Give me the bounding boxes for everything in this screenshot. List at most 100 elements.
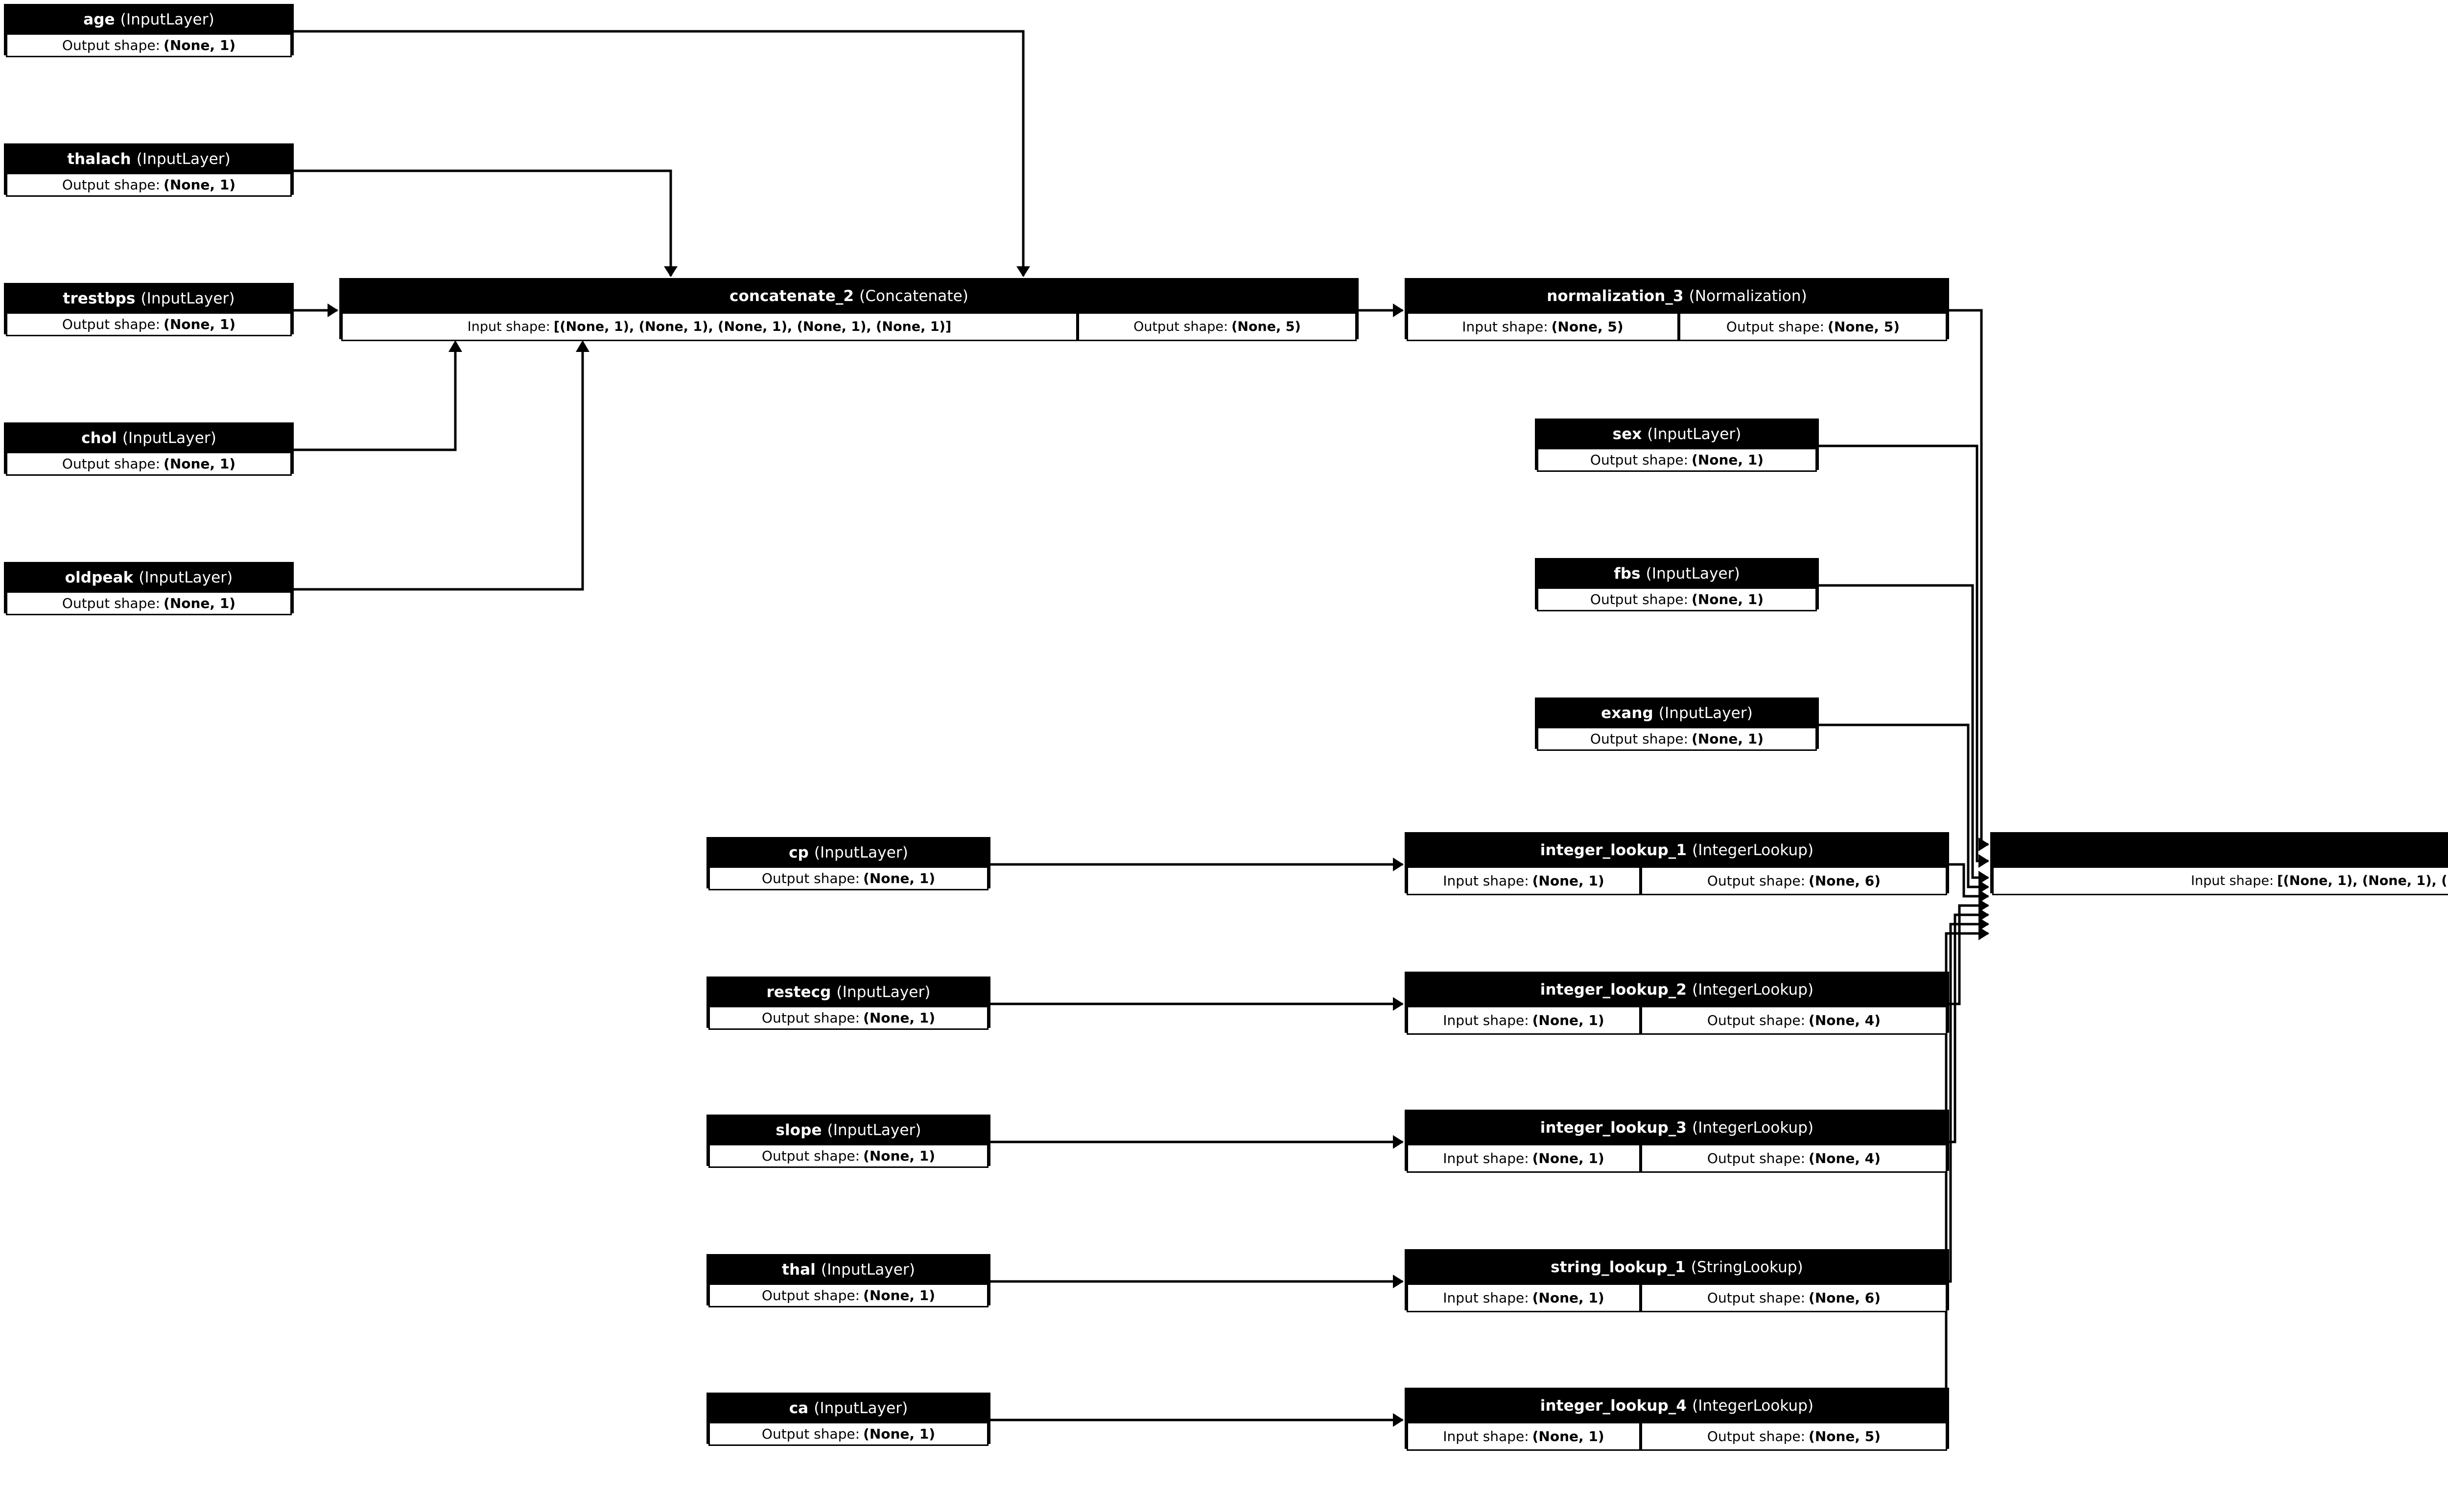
layer-shapes-cp: Output shape:(None, 1) — [708, 866, 989, 890]
layer-node-oldpeak[interactable]: oldpeak(InputLayer)Output shape:(None, 1… — [4, 562, 294, 615]
layer-node-thal[interactable]: thal(InputLayer)Output shape:(None, 1) — [706, 1254, 990, 1307]
edge-chol-to-concatenate_2 — [294, 352, 457, 451]
shape-cell-output-sex: Output shape:(None, 1) — [1537, 448, 1817, 472]
shape-label: Output shape: — [1707, 1012, 1806, 1028]
layer-shapes-integer_lookup_3: Input shape:(None, 1)Output shape:(None,… — [1407, 1144, 1947, 1173]
layer-node-string_lookup_1[interactable]: string_lookup_1(StringLookup)Input shape… — [1405, 1249, 1949, 1312]
arrowhead-exang-to-concatenate_3 — [1978, 880, 1989, 894]
shape-cell-output-chol: Output shape:(None, 1) — [6, 452, 292, 476]
layer-shapes-ca: Output shape:(None, 1) — [708, 1422, 989, 1446]
shape-cell-output-integer_lookup_3: Output shape:(None, 4) — [1641, 1144, 1947, 1173]
shape-value: (None, 1) — [164, 595, 236, 611]
arrowhead-concatenate_2-to-normalization_3 — [1393, 303, 1404, 317]
shape-cell-output-string_lookup_1: Output shape:(None, 6) — [1641, 1283, 1947, 1312]
shape-cell-input-integer_lookup_3: Input shape:(None, 1) — [1407, 1144, 1641, 1173]
shape-label: Input shape: — [1443, 1150, 1529, 1166]
layer-title-fbs: fbs(InputLayer) — [1537, 560, 1817, 587]
layer-class: (IntegerLookup) — [1692, 841, 1814, 859]
edge-thalach-to-concatenate_2 — [294, 169, 672, 276]
edge-integer_lookup_2-to-concatenate_3 — [1949, 904, 1988, 1005]
layer-title-chol: chol(InputLayer) — [6, 424, 292, 452]
shape-value: (None, 1) — [164, 316, 236, 332]
shape-value: (None, 1) — [863, 1287, 936, 1303]
layer-title-integer_lookup_1: integer_lookup_1(IntegerLookup) — [1407, 834, 1947, 866]
layer-title-restecg: restecg(InputLayer) — [708, 978, 989, 1006]
layer-shapes-string_lookup_1: Input shape:(None, 1)Output shape:(None,… — [1407, 1283, 1947, 1312]
layer-node-normalization_3[interactable]: normalization_3(Normalization)Input shap… — [1405, 278, 1949, 341]
shape-value: (None, 1) — [863, 1426, 936, 1442]
shape-value: (None, 1) — [863, 870, 936, 886]
layer-shapes-integer_lookup_4: Input shape:(None, 1)Output shape:(None,… — [1407, 1422, 1947, 1451]
shape-cell-output-slope: Output shape:(None, 1) — [708, 1144, 989, 1168]
shape-label: Output shape: — [62, 177, 161, 193]
shape-label: Output shape: — [1707, 873, 1806, 889]
shape-cell-input-concatenate_2: Input shape:[(None, 1), (None, 1), (None… — [341, 312, 1078, 341]
shape-label: Output shape: — [1590, 731, 1689, 747]
layer-node-thalach[interactable]: thalach(InputLayer)Output shape:(None, 1… — [4, 143, 294, 197]
layer-name: oldpeak — [65, 569, 134, 586]
shape-cell-output-normalization_3: Output shape:(None, 5) — [1679, 312, 1947, 341]
arrowhead-integer_lookup_4-to-concatenate_3 — [1978, 927, 1989, 940]
layer-node-integer_lookup_1[interactable]: integer_lookup_1(IntegerLookup) Input sha… — [1405, 832, 1949, 895]
layer-node-restecg[interactable]: restecg(InputLayer)Output shape:(None, 1… — [706, 977, 990, 1030]
shape-value: (None, 6) — [1809, 873, 1881, 889]
layer-node-sex[interactable]: sex(InputLayer)Output shape:(None, 1) — [1535, 419, 1819, 472]
edge-string_lookup_1-to-concatenate_3 — [1949, 923, 1988, 1283]
shape-cell-output-trestbps: Output shape:(None, 1) — [6, 312, 292, 336]
shape-cell-output-age: Output shape:(None, 1) — [6, 33, 292, 57]
arrowhead-cp-to-integer_lookup_1 — [1393, 858, 1404, 871]
shape-label: Input shape: — [467, 319, 550, 334]
arrowhead-trestbps-to-concatenate_2 — [328, 303, 338, 317]
shape-cell-input-concatenate_3: Input shape:[(None, 1), (None, 1), (None… — [1992, 866, 2448, 895]
layer-node-ca[interactable]: ca(InputLayer)Output shape:(None, 1) — [706, 1393, 990, 1446]
shape-value: (None, 1) — [863, 1010, 936, 1026]
layer-node-integer_lookup_4[interactable]: integer_lookup_4(IntegerLookup)Input sha… — [1405, 1388, 1949, 1451]
layer-node-concatenate_3[interactable]: concatenate_3(Concatenate)Input shape:[(… — [1990, 832, 2448, 895]
edge-integer_lookup_3-to-concatenate_3 — [1949, 913, 1988, 1143]
layer-node-concatenate_2[interactable]: concatenate_2(Concatenate)Input shape:[(… — [339, 278, 1359, 341]
layer-class: (InputLayer) — [836, 983, 931, 1001]
layer-node-chol[interactable]: chol(InputLayer)Output shape:(None, 1) — [4, 422, 294, 476]
shape-value: (None, 5) — [1551, 319, 1624, 335]
shape-value: (None, 1) — [1692, 452, 1764, 468]
layer-node-cp[interactable]: cp(InputLayer)Output shape:(None, 1) — [706, 837, 990, 890]
shape-label: Input shape: — [1443, 1290, 1529, 1306]
layer-class: (Concatenate) — [859, 287, 968, 305]
shape-label: Output shape: — [1590, 591, 1689, 607]
layer-node-exang[interactable]: exang(InputLayer)Output shape:(None, 1) — [1535, 698, 1819, 751]
layer-shapes-age: Output shape:(None, 1) — [6, 33, 292, 57]
shape-value: (None, 1) — [863, 1148, 936, 1164]
shape-label: Input shape: — [1443, 1428, 1529, 1444]
arrowhead-slope-to-integer_lookup_3 — [1393, 1135, 1404, 1149]
layer-node-fbs[interactable]: fbs(InputLayer)Output shape:(None, 1) — [1535, 558, 1819, 611]
layer-shapes-thal: Output shape:(None, 1) — [708, 1283, 989, 1307]
layer-class: (InputLayer) — [1646, 565, 1740, 582]
layer-node-slope[interactable]: slope(InputLayer)Output shape:(None, 1) — [706, 1115, 990, 1168]
shape-value: (None, 1) — [1532, 1428, 1604, 1444]
shape-cell-input-integer_lookup_2: Input shape:(None, 1) — [1407, 1006, 1641, 1035]
shape-value: [(None, 1), (None, 1), (None, 1), (None,… — [2277, 873, 2448, 888]
shape-cell-output-ca: Output shape:(None, 1) — [708, 1422, 989, 1446]
layer-name: integer_lookup_4 — [1540, 1397, 1687, 1415]
layer-name: normalization_3 — [1547, 287, 1684, 305]
shape-label: Input shape: — [1443, 873, 1529, 889]
layer-title-integer_lookup_3: integer_lookup_3(IntegerLookup) — [1407, 1112, 1947, 1144]
shape-label: Output shape: — [62, 456, 161, 472]
shape-label: Output shape: — [1707, 1428, 1806, 1444]
layer-name: exang — [1601, 704, 1653, 722]
arrowhead-string_lookup_1-to-concatenate_3 — [1978, 917, 1989, 931]
layer-node-integer_lookup_2[interactable]: integer_lookup_2(IntegerLookup)Input sha… — [1405, 972, 1949, 1035]
layer-class: (InputLayer) — [139, 569, 233, 586]
layer-node-integer_lookup_3[interactable]: integer_lookup_3(IntegerLookup)Input sha… — [1405, 1110, 1949, 1173]
layer-title-trestbps: trestbps(InputLayer) — [6, 285, 292, 312]
layer-shapes-concatenate_2: Input shape:[(None, 1), (None, 1), (None… — [341, 312, 1357, 341]
arrowhead-oldpeak-to-concatenate_2 — [576, 340, 589, 352]
layer-class: (InputLayer) — [827, 1121, 921, 1139]
edge-age-to-concatenate_2 — [294, 30, 1025, 276]
shape-cell-output-thalach: Output shape:(None, 1) — [6, 173, 292, 197]
layer-node-trestbps[interactable]: trestbps(InputLayer)Output shape:(None, … — [4, 283, 294, 336]
layer-name: integer_lookup_2 — [1540, 981, 1687, 999]
layer-node-age[interactable]: age(InputLayer)Output shape:(None, 1) — [4, 4, 294, 57]
layer-class: (StringLookup) — [1691, 1258, 1803, 1276]
